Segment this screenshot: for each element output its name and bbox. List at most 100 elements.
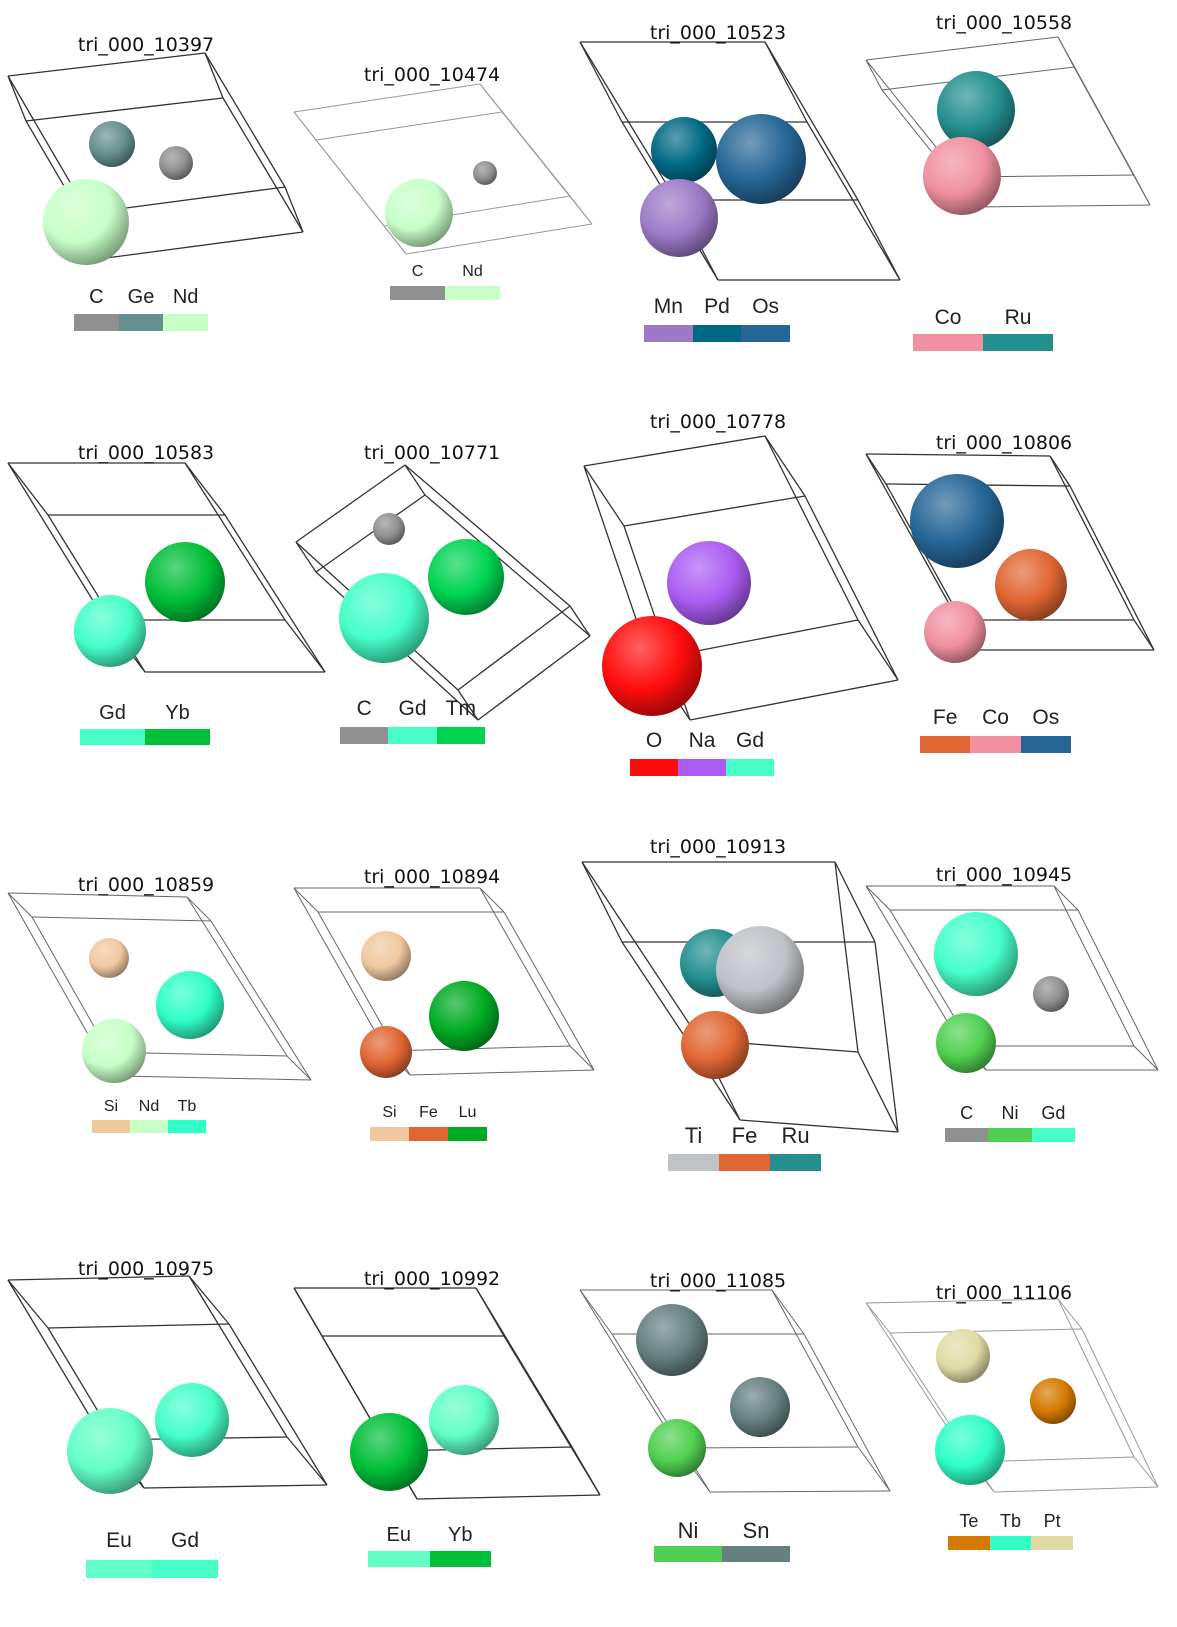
legend-swatch	[74, 314, 119, 331]
legend-swatch	[678, 759, 726, 776]
legend-label: Fe	[731, 1123, 758, 1148]
legend-swatch	[692, 325, 742, 342]
unit-cell-wireframe	[7, 1275, 328, 1489]
atom-sphere-ni	[648, 1419, 706, 1477]
legend-item: Nd	[445, 264, 500, 300]
legend-item: Si	[92, 1099, 130, 1133]
legend-swatch	[1031, 1536, 1073, 1550]
legend-item: Co	[970, 707, 1021, 753]
atom-sphere-c	[159, 146, 193, 180]
cell-edge	[25, 97, 224, 122]
cell-edge	[7, 462, 49, 516]
cell-edge	[1081, 1328, 1159, 1488]
atom-sphere-c	[373, 513, 405, 545]
cell-edge	[865, 453, 959, 621]
legend-swatch	[390, 286, 445, 300]
unit-cell-wireframe	[865, 453, 1155, 651]
cell-edge	[404, 464, 426, 496]
structure-title: tri_000_10859	[77, 874, 215, 896]
legend-item: Ni	[988, 1104, 1032, 1142]
legend-label: Nd	[462, 263, 483, 280]
atom-sphere-nd	[385, 179, 453, 247]
legend-item: Pd	[692, 295, 742, 342]
legend-item: Ti	[668, 1125, 719, 1171]
cell-edge	[184, 462, 286, 621]
legend-swatch	[436, 727, 485, 744]
legend-item: Tb	[168, 1099, 206, 1133]
legend-item: Fe	[409, 1105, 448, 1141]
legend-swatch	[409, 1127, 448, 1141]
cell-edge	[503, 911, 595, 1071]
cell-edge	[583, 465, 625, 527]
atom-sphere-os	[716, 114, 806, 204]
legend-label: Te	[959, 1511, 979, 1531]
cell-edge	[1049, 455, 1135, 621]
legend-label: Gd	[99, 702, 126, 724]
cell-edge	[804, 495, 899, 681]
cell-edge	[31, 916, 212, 922]
atom-sphere-gd	[934, 912, 1018, 996]
legend-label: Os	[1032, 706, 1060, 729]
cell-edge	[569, 605, 591, 637]
legend-swatch	[741, 325, 790, 342]
element-legend: Gd Yb	[80, 703, 210, 745]
legend-swatch	[448, 1127, 487, 1141]
cell-edge	[7, 892, 99, 1053]
atom-sphere-te	[1030, 1378, 1076, 1424]
legend-item: Gd	[1031, 1104, 1075, 1142]
cell-edge	[579, 1289, 679, 1449]
cell-edge	[286, 1436, 328, 1486]
atom-sphere-ge	[89, 121, 135, 167]
legend-swatch	[445, 286, 500, 300]
legend-item: C	[340, 698, 389, 744]
legend-label: Ru	[1004, 306, 1032, 329]
cell-edge	[764, 435, 859, 621]
cell-edge	[405, 223, 593, 255]
legend-label: Ge	[127, 286, 155, 308]
cell-edge	[569, 195, 593, 225]
cell-edge	[284, 619, 326, 673]
legend-label: Pd	[704, 295, 730, 318]
cell-edge	[771, 1289, 859, 1448]
cell-edge	[477, 635, 591, 721]
structure-title: tri_000_10583	[77, 442, 215, 464]
legend-item: Gd	[80, 703, 145, 745]
cell-edge	[1133, 174, 1151, 206]
legend-swatch	[948, 1536, 990, 1550]
cell-edge	[7, 462, 106, 621]
legend-label: C	[960, 1103, 974, 1123]
structure-title: tri_000_10992	[363, 1268, 501, 1290]
legend-item: Yb	[429, 1525, 491, 1567]
legend-item: Yb	[145, 703, 210, 745]
cell-edge	[204, 52, 286, 188]
cell-edge	[857, 619, 899, 681]
cell-edge	[579, 1289, 613, 1335]
atom-sphere-ti	[716, 926, 804, 1014]
atom-sphere-gd	[339, 573, 429, 663]
legend-swatch	[970, 736, 1021, 753]
atom-sphere-sn	[730, 1377, 790, 1437]
atom-sphere-gd	[74, 595, 146, 667]
cell-edge	[581, 861, 701, 1041]
cell-edge	[571, 1446, 601, 1496]
legend-swatch	[168, 1120, 206, 1133]
cell-edge	[457, 605, 571, 691]
legend-swatch	[163, 314, 208, 331]
cell-edge	[1077, 909, 1159, 1071]
legend-label: Nd	[138, 1098, 160, 1115]
atom-sphere-tm	[428, 539, 504, 615]
cell-edge	[739, 1119, 899, 1133]
unit-cell-wireframe	[295, 464, 591, 721]
cell-edge	[224, 514, 326, 673]
legend-label: Gd	[398, 697, 427, 720]
cell-edge	[865, 1302, 891, 1334]
atom-sphere-nd	[43, 179, 129, 265]
cell-edge	[409, 1069, 595, 1076]
structure-title: tri_000_10771	[363, 442, 501, 464]
structure-title: tri_000_10806	[935, 432, 1073, 454]
legend-swatch	[429, 1551, 491, 1567]
